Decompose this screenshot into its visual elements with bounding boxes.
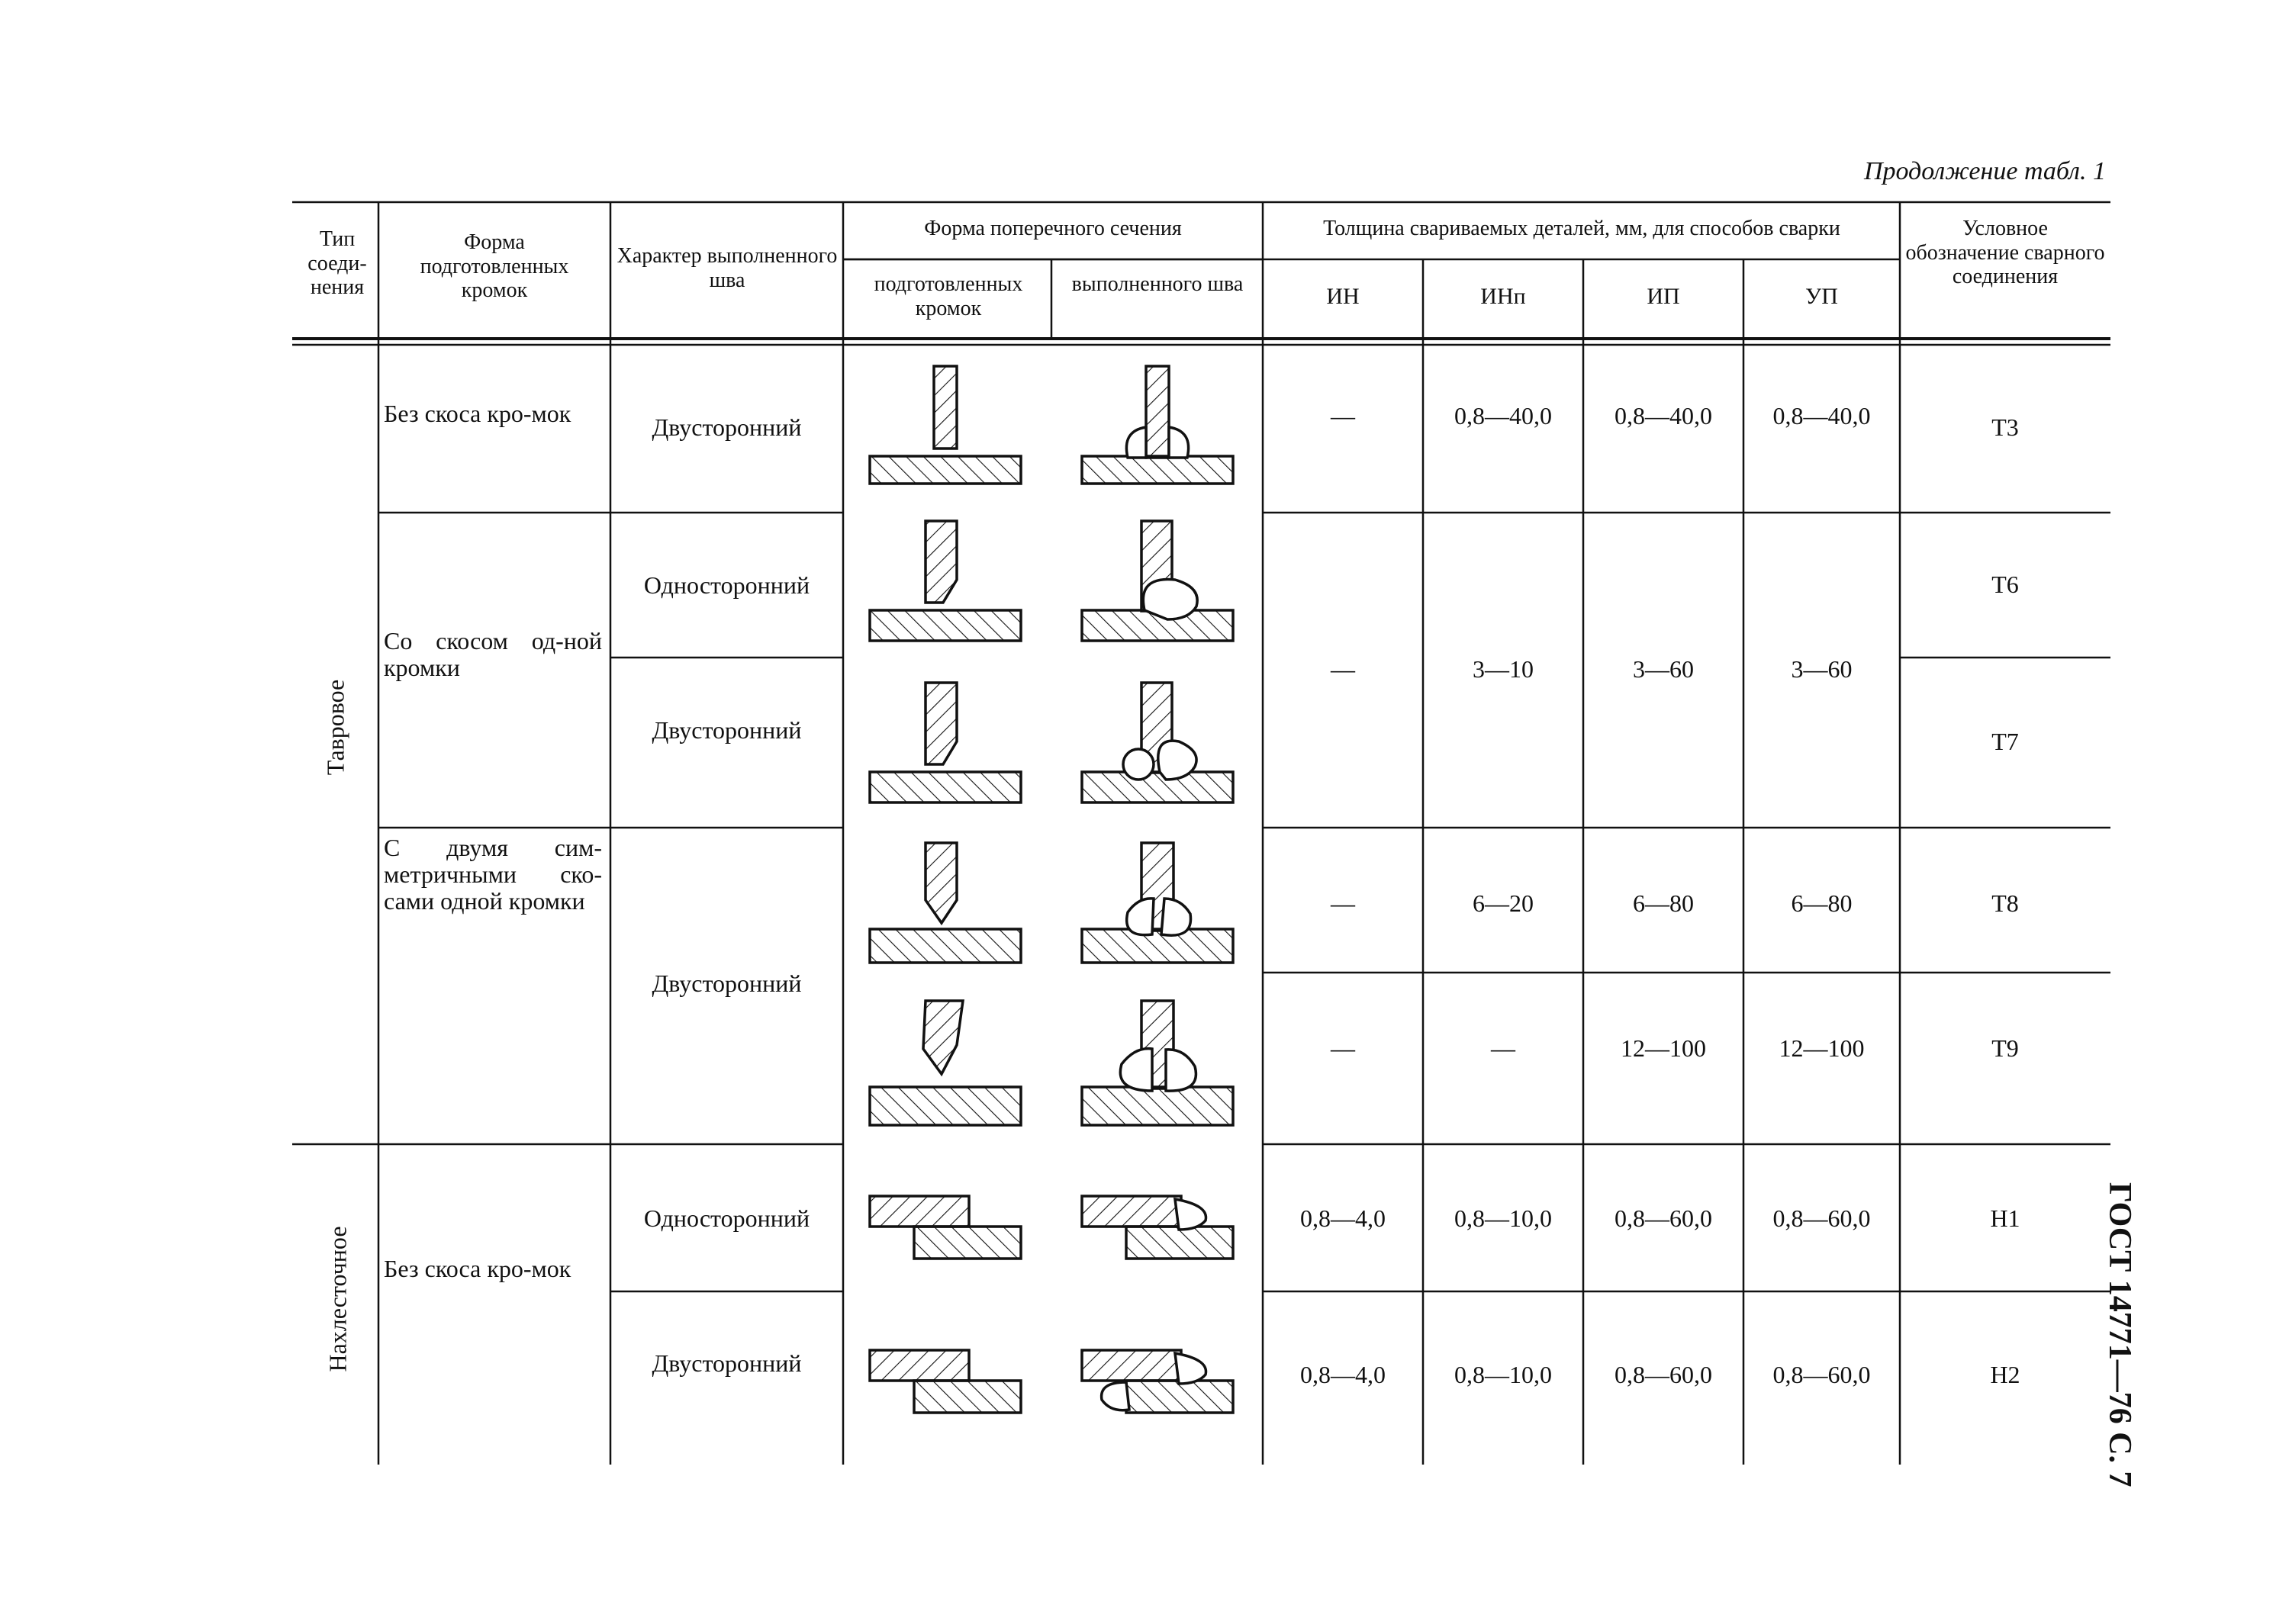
header-seam-character: Характер выполненного шва (617, 244, 838, 292)
designation-t8: Т8 (1991, 889, 2019, 917)
table-continuation-note: Продолжение табл. 1 (1863, 157, 2106, 185)
thickness-t9-inp: — (1491, 1034, 1515, 1062)
designation-t6: Т6 (1991, 571, 2019, 598)
thickness-t6t7-up: 3—60 (1791, 655, 1853, 683)
thickness-h2-in: 0,8—4,0 (1300, 1361, 1386, 1388)
thickness-t3-inp: 0,8—40,0 (1454, 402, 1552, 429)
prepared-edge-drawing-h1 (868, 1195, 1022, 1260)
finished-seam-drawing-t7 (1080, 681, 1235, 804)
thickness-t8-inp: 6—20 (1473, 889, 1534, 917)
designation-t3: Т3 (1991, 413, 2019, 441)
header-cross-prepared: подготовленных кромок (874, 272, 1023, 320)
edge-shape-double-bevel: С двумя сим-метричными ско-сами одной кр… (384, 834, 602, 915)
header-cross-section: Форма поперечного сечения (924, 217, 1182, 240)
seam-character-t8-t9: Двусторонний (652, 970, 802, 997)
joint-type-lap: Нахлесточное (324, 1226, 352, 1372)
finished-seam-drawing-h1 (1080, 1195, 1235, 1260)
thickness-h1-inp: 0,8—10,0 (1454, 1204, 1552, 1232)
prepared-edge-drawing-t8 (868, 841, 1022, 964)
thickness-t3-up: 0,8—40,0 (1772, 402, 1871, 429)
header-edge-shape: Форма подготовленных кромок (420, 230, 569, 303)
thickness-h2-up: 0,8—60,0 (1772, 1361, 1871, 1388)
thickness-t6t7-inp: 3—10 (1473, 655, 1534, 683)
thickness-t8-in: — (1331, 889, 1355, 917)
header-method-up: УП (1805, 284, 1838, 309)
header-thickness: Толщина свариваемых деталей, мм, для спо… (1323, 217, 1840, 240)
thickness-t9-ip: 12—100 (1621, 1034, 1706, 1062)
thickness-t9-in: — (1331, 1034, 1355, 1062)
seam-character-t7: Двусторонний (652, 716, 802, 744)
thickness-t8-ip: 6—80 (1633, 889, 1694, 917)
header-designation: Условное обозначение сварного соединения (1905, 217, 2105, 289)
prepared-edge-drawing-t3 (868, 365, 1022, 485)
seam-character-h2: Двусторонний (652, 1349, 802, 1377)
thickness-t8-up: 6—80 (1791, 889, 1853, 917)
finished-seam-drawing-t9 (1080, 999, 1235, 1127)
designation-t7: Т7 (1991, 728, 2019, 755)
prepared-edge-drawing-t6 (868, 519, 1022, 642)
thickness-h1-in: 0,8—4,0 (1300, 1204, 1386, 1232)
finished-seam-drawing-t6 (1080, 519, 1235, 642)
header-cross-finished: выполненного шва (1071, 272, 1244, 296)
seam-character-h1: Односторонний (643, 1204, 810, 1232)
edge-shape-no-bevel-lap: Без скоса кро-мок (384, 1255, 571, 1282)
header-joint-type: Тип соеди-нения (307, 227, 367, 300)
header-method-inp: ИНп (1480, 284, 1526, 309)
thickness-h2-ip: 0,8—60,0 (1615, 1361, 1712, 1388)
prepared-edge-drawing-h2 (868, 1349, 1022, 1414)
thickness-h1-up: 0,8—60,0 (1772, 1204, 1871, 1232)
edge-shape-no-bevel-tee: Без скоса кро-мок (384, 400, 571, 427)
header-method-ip: ИП (1647, 284, 1680, 309)
finished-seam-drawing-h2 (1080, 1349, 1235, 1414)
finished-seam-drawing-t8 (1080, 841, 1235, 964)
designation-h1: Н1 (1990, 1204, 2020, 1232)
thickness-t6t7-in: — (1331, 655, 1355, 683)
joint-type-tee: Тавровое (321, 679, 349, 776)
prepared-edge-drawing-t7 (868, 681, 1022, 804)
thickness-h1-ip: 0,8—60,0 (1615, 1204, 1712, 1232)
prepared-edge-drawing-t9 (868, 999, 1022, 1127)
designation-t9: Т9 (1991, 1034, 2019, 1062)
header-method-in: ИН (1326, 284, 1360, 309)
designation-h2: Н2 (1990, 1361, 2020, 1388)
seam-character-t6: Односторонний (643, 571, 810, 599)
thickness-t3-in: — (1331, 402, 1355, 429)
thickness-t9-up: 12—100 (1779, 1034, 1865, 1062)
seam-character-t3: Двусторонний (652, 413, 802, 441)
edge-shape-single-bevel: Со скосом од-ной кромки (384, 627, 602, 682)
thickness-t3-ip: 0,8—40,0 (1615, 402, 1712, 429)
finished-seam-drawing-t3 (1080, 365, 1235, 485)
thickness-t6t7-ip: 3—60 (1633, 655, 1694, 683)
thickness-h2-inp: 0,8—10,0 (1454, 1361, 1552, 1388)
